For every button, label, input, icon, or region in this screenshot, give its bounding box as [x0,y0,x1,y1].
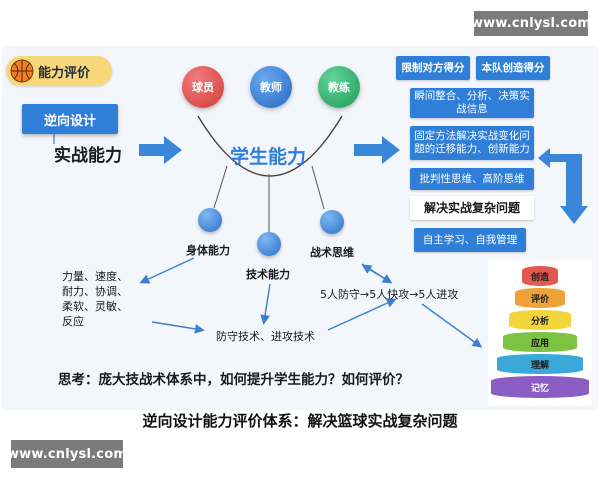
box-limit-opponent: 限制对方得分 [396,56,470,80]
arrow-center-right [354,136,400,164]
tactics-flow-label: 5人防守→5人快攻→5人进攻 [320,288,459,301]
pyramid-level-create: 创造 [522,266,558,286]
trait-line-1: 力量、速度、 [62,270,128,283]
circle-coach: 教练 [318,66,360,108]
pyramid-level-evaluate: 评价 [515,288,565,308]
watermark-top: www.cnlysl.com [471,11,591,36]
diagram-panel: 能力评价 逆向设计 实战能力 球员 教师 教练 学生能力 身体能力 技术能力 战… [2,46,598,410]
bloom-pyramid: 创造 评价 分析 应用 理解 记忆 [488,260,592,406]
pyramid-level-understand: 理解 [497,354,583,374]
box-critical-thinking: 批判性思维、高阶思维 [410,168,534,190]
techniques-label: 防守技术、进攻技术 [216,330,315,343]
arrow-body-traits [139,257,195,284]
combat-ability-label: 实战能力 [54,146,122,166]
trait-line-4: 反应 [62,315,84,328]
box-create-score: 本队创造得分 [476,56,550,80]
connector-layer [53,115,588,348]
uturn-arrow [560,154,588,224]
tactics-circle [320,210,344,234]
watermark-bottom: www.cnlysl.com [7,440,127,468]
basketball-icon [10,59,34,83]
box-self-learning: 自主学习、自我管理 [414,228,526,252]
body-ability-label: 身体能力 [186,244,230,257]
circle-teacher: 教师 [250,66,292,108]
figure-caption: 逆向设计能力评价体系：解决篮球实战复杂问题 [142,412,458,430]
badge-label: 能力评价 [38,66,91,81]
student-arc [197,115,343,177]
tactics-label: 战术思维 [310,246,354,259]
pyramid-level-apply: 应用 [503,332,577,352]
reverse-design-box: 逆向设计 [22,104,118,134]
pyramid-level-remember: 记忆 [491,376,589,398]
box-solve-complex: 解决实战复杂问题 [410,196,534,220]
box-integrate-info: 瞬间整合、分析、决策实战信息 [410,88,534,118]
trait-line-2: 耐力、协调、 [62,285,128,298]
pyramid-level-analyze: 分析 [509,310,571,330]
arrow-combat-center [139,136,182,164]
body-ability-circle [198,208,222,232]
circle-player: 球员 [182,66,224,108]
trait-line-3: 柔软、灵敏、 [62,300,128,313]
box-transfer-ability: 固定方法解决实战变化问题的迁移能力、创新能力 [410,126,534,160]
student-ability-label: 学生能力 [230,146,307,168]
ability-evaluation-badge: 能力评价 [6,56,112,86]
reflection-question: 思考：庞大技战术体系中，如何提升学生能力？如何评价？ [58,372,409,388]
tech-ability-circle [257,232,281,256]
arrow-tech [260,283,271,325]
tech-ability-label: 技术能力 [246,268,290,281]
